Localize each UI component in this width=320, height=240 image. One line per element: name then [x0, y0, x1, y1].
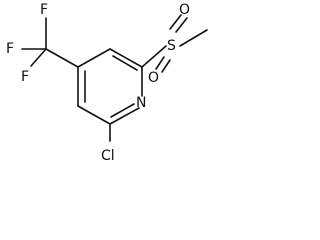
ring-bond-c4-c5	[77, 48, 111, 68]
structure-diagram: F F F S O O N Cl	[6, 2, 208, 164]
bond-c4-cf3	[45, 48, 79, 68]
ring-bond-n-c2	[109, 107, 140, 125]
bond-s-o-lower-b	[161, 59, 171, 73]
bond-s-o-upper-a	[175, 17, 188, 33]
ring-bond-c5-c6	[109, 48, 143, 68]
atom-oxygen-lower: O	[148, 70, 159, 86]
bond-s-o-lower-a	[155, 56, 165, 70]
atom-fluorine-top: F	[40, 2, 48, 18]
atom-oxygen-upper: O	[179, 2, 190, 18]
ring-bond-c2-c3	[77, 105, 111, 125]
bond-cf3-f-bottom	[30, 48, 47, 67]
atom-chlorine: Cl	[101, 148, 115, 164]
atom-sulfur: S	[167, 38, 176, 54]
atom-nitrogen: N	[136, 95, 146, 111]
atom-fluorine-bottom: F	[21, 69, 29, 85]
ring-bond-n-c2-inner	[110, 103, 135, 118]
bond-s-methyl	[179, 29, 208, 47]
atom-fluorine-left: F	[6, 41, 14, 57]
bond-c6-s	[141, 45, 167, 68]
ring-bond-c5-c6-inner	[112, 55, 138, 71]
bond-s-o-upper-b	[169, 14, 182, 30]
